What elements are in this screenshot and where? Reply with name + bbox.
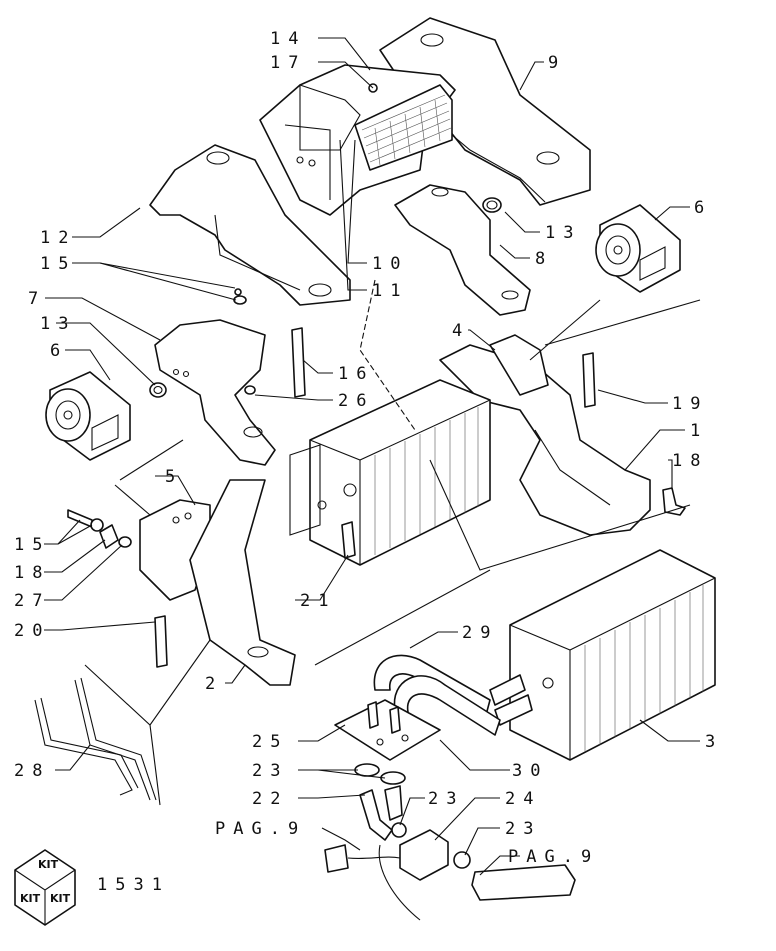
label-30: 30 — [512, 761, 548, 781]
leader-lines — [44, 37, 700, 876]
label-28: 28 — [14, 761, 50, 781]
assembly-lines — [84, 279, 701, 806]
label-26: 26 — [338, 391, 374, 411]
label-16: 16 — [338, 364, 374, 384]
label-18-left: 18 — [14, 563, 50, 583]
label-9: 9 — [548, 53, 566, 73]
label-19: 19 — [672, 394, 708, 414]
part-25-plate — [334, 699, 441, 761]
label-11: 11 — [372, 281, 408, 301]
label-22: 22 — [252, 789, 288, 809]
label-15-top: 15 — [40, 254, 76, 274]
core3-fins — [584, 585, 704, 752]
label-6-right: 6 — [694, 198, 712, 218]
label-12: 12 — [40, 228, 76, 248]
part-5-end-cap — [67, 499, 211, 601]
part-7-channel — [149, 288, 276, 466]
label-pag9-right: PAG.9 — [508, 847, 599, 867]
label-13-left: 13 — [40, 314, 76, 334]
valve-assembly — [324, 763, 576, 921]
kit-word-top: KIT — [38, 858, 59, 871]
label-2: 2 — [205, 674, 223, 694]
part-14-intake-housing — [259, 64, 456, 216]
label-4: 4 — [452, 321, 470, 341]
part-2-lower-duct — [154, 479, 296, 686]
label-21: 21 — [300, 591, 336, 611]
label-7: 7 — [28, 289, 46, 309]
label-10: 10 — [372, 254, 408, 274]
label-24: 24 — [505, 789, 541, 809]
label-18-right: 18 — [672, 451, 708, 471]
label-17: 17 — [270, 53, 306, 73]
label-15-bottom: 15 — [14, 535, 50, 555]
part-6-blower-left — [45, 371, 131, 461]
label-6-left: 6 — [50, 341, 68, 361]
part-8-channel — [394, 184, 531, 316]
part-28-rods — [34, 677, 157, 801]
kit-badge: KIT KIT KIT — [14, 849, 76, 926]
filter-grid — [361, 94, 452, 166]
kit-word-right: KIT — [50, 892, 71, 905]
label-23-right: 23 — [505, 819, 541, 839]
reference-code: 1531 — [97, 875, 170, 895]
label-1: 1 — [690, 421, 708, 441]
label-27: 27 — [14, 591, 50, 611]
callout-labels: 14 17 9 12 15 7 13 6 10 11 13 8 6 4 16 2… — [14, 29, 723, 895]
label-8: 8 — [535, 249, 553, 269]
label-25: 25 — [252, 732, 288, 752]
label-23-mid: 23 — [428, 789, 464, 809]
hoses — [373, 654, 501, 736]
part-4-heater-core — [289, 379, 491, 566]
label-14: 14 — [270, 29, 306, 49]
label-3: 3 — [705, 732, 723, 752]
part-1-main-housing — [439, 334, 651, 536]
label-13-right: 13 — [545, 223, 581, 243]
kit-word-left: KIT — [20, 892, 41, 905]
label-29: 29 — [462, 623, 498, 643]
part-6-blower-right — [595, 204, 681, 293]
label-pag9-left: PAG.9 — [215, 819, 306, 839]
part-12-duct-cover — [149, 144, 351, 306]
label-5: 5 — [165, 467, 183, 487]
part-3-heater-core — [489, 549, 716, 761]
label-23-left: 23 — [252, 761, 288, 781]
label-20: 20 — [14, 621, 50, 641]
